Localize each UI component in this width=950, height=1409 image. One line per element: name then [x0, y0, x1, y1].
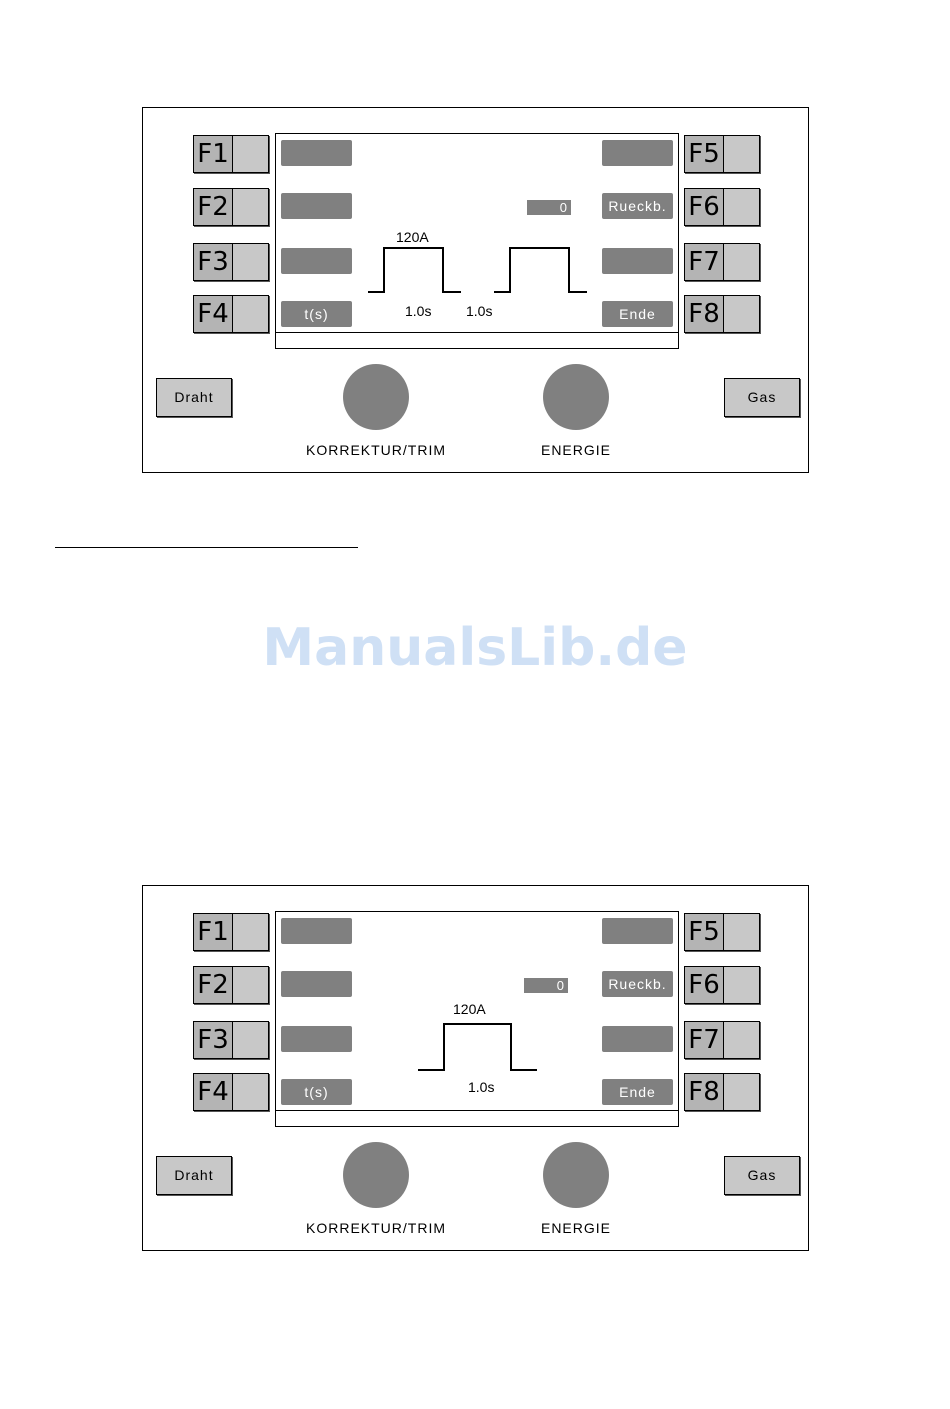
- f2-key[interactable]: F2: [193, 966, 269, 1004]
- control-panel-1: F1 F2 F3 F4 F5 F6 F7 F8 t(s) Rueckb. End…: [142, 107, 809, 473]
- f1-key[interactable]: F1: [193, 135, 269, 173]
- f3-key[interactable]: F3: [193, 243, 269, 281]
- time-label-1: 1.0s: [468, 1079, 494, 1095]
- pulse-1: [368, 248, 461, 292]
- pulse-1: [418, 1024, 537, 1070]
- trim-knob[interactable]: [343, 364, 409, 430]
- f2-key-label: F2: [194, 967, 233, 1003]
- f4-key-label: F4: [194, 1074, 233, 1110]
- f5-key-label: F5: [685, 136, 724, 172]
- screen-divider: [276, 1110, 678, 1111]
- pulse-2: [494, 248, 587, 292]
- f4-key[interactable]: F4: [193, 295, 269, 333]
- f6-key-label: F6: [685, 189, 724, 225]
- f3-key-label: F3: [194, 1022, 233, 1058]
- f6-key[interactable]: F6: [684, 966, 760, 1004]
- draht-button[interactable]: Draht: [156, 1156, 232, 1195]
- f7-key-label: F7: [685, 1022, 724, 1058]
- time-label-1: 1.0s: [405, 303, 431, 319]
- f2-key[interactable]: F2: [193, 188, 269, 226]
- display-screen: t(s) Rueckb. Ende 0 120A 1.0s 1.0s: [275, 133, 679, 349]
- f8-key-label: F8: [685, 1074, 724, 1110]
- f6-key[interactable]: F6: [684, 188, 760, 226]
- trim-knob-label: KORREKTUR/TRIM: [276, 1220, 476, 1236]
- time-label-2: 1.0s: [466, 303, 492, 319]
- energie-knob-label: ENERGIE: [526, 442, 626, 458]
- gas-button[interactable]: Gas: [724, 378, 800, 417]
- display-screen: t(s) Rueckb. Ende 0 120A 1.0s: [275, 911, 679, 1127]
- f6-key-label: F6: [685, 967, 724, 1003]
- trim-knob-label: KORREKTUR/TRIM: [276, 442, 476, 458]
- gas-button[interactable]: Gas: [724, 1156, 800, 1195]
- f2-key-label: F2: [194, 189, 233, 225]
- f8-key-label: F8: [685, 296, 724, 332]
- section-divider: [55, 547, 358, 548]
- energie-knob[interactable]: [543, 1142, 609, 1208]
- f5-key-label: F5: [685, 914, 724, 950]
- f7-key[interactable]: F7: [684, 1021, 760, 1059]
- f5-key[interactable]: F5: [684, 913, 760, 951]
- f3-key-label: F3: [194, 244, 233, 280]
- f1-key-label: F1: [194, 136, 233, 172]
- f3-key[interactable]: F3: [193, 1021, 269, 1059]
- f1-key-label: F1: [194, 914, 233, 950]
- f7-key[interactable]: F7: [684, 243, 760, 281]
- trim-knob[interactable]: [343, 1142, 409, 1208]
- energie-knob[interactable]: [543, 364, 609, 430]
- watermark: ManualsLib.de: [0, 618, 950, 678]
- screen-divider: [276, 332, 678, 333]
- f4-key[interactable]: F4: [193, 1073, 269, 1111]
- f4-key-label: F4: [194, 296, 233, 332]
- control-panel-2: F1 F2 F3 F4 F5 F6 F7 F8 t(s) Rueckb. End…: [142, 885, 809, 1251]
- f7-key-label: F7: [685, 244, 724, 280]
- energie-knob-label: ENERGIE: [526, 1220, 626, 1236]
- draht-button[interactable]: Draht: [156, 378, 232, 417]
- f8-key[interactable]: F8: [684, 1073, 760, 1111]
- f1-key[interactable]: F1: [193, 913, 269, 951]
- f8-key[interactable]: F8: [684, 295, 760, 333]
- f5-key[interactable]: F5: [684, 135, 760, 173]
